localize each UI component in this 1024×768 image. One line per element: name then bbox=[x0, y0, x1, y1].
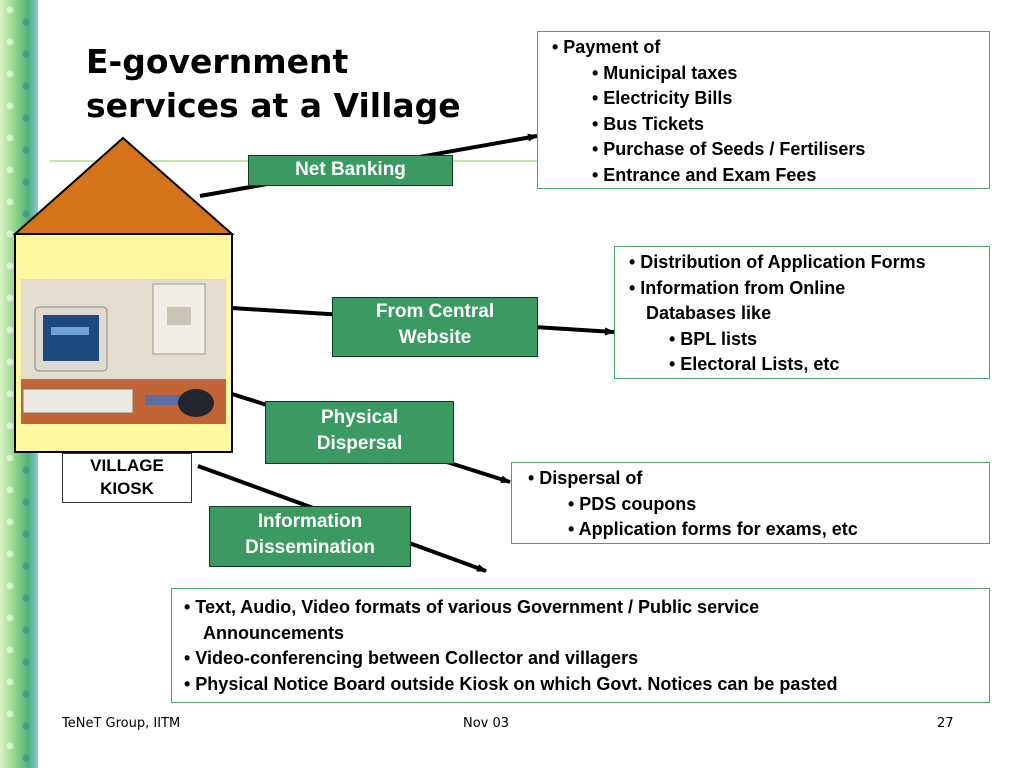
detail-website-item: • Electoral Lists, etc bbox=[669, 354, 840, 374]
detail-banking-item: • Payment of bbox=[552, 37, 661, 57]
detail-website-item: • Distribution of Application Forms bbox=[629, 252, 926, 272]
service-information-dissemination-line-2: Dissemination bbox=[245, 537, 375, 558]
detail-dispersal-item: • PDS coupons bbox=[568, 493, 697, 514]
details-information-dissemination: • Text, Audio, Video formats of various … bbox=[171, 588, 990, 703]
title-line-1: E-government bbox=[86, 42, 349, 81]
service-central-website-line-1: From Central bbox=[375, 301, 495, 322]
details-banking: • Payment of • Municipal taxes • Electri… bbox=[537, 31, 990, 189]
service-net-banking-label: Net Banking bbox=[295, 159, 406, 180]
details-central-website: • Distribution of Application Forms • In… bbox=[614, 246, 990, 379]
slide-title: E-government services at a Village bbox=[86, 40, 461, 128]
footer-center: Nov 03 bbox=[463, 716, 510, 731]
kiosk-photo bbox=[21, 279, 226, 424]
footer-left: TeNeT Group, IITM bbox=[62, 716, 181, 731]
kiosk-label-line-2: KIOSK bbox=[100, 479, 154, 498]
title-line-2: services at a Village bbox=[86, 86, 461, 125]
detail-banking-item: • Electricity Bills bbox=[592, 88, 733, 108]
detail-website-item: Databases like bbox=[646, 303, 772, 323]
title-rule bbox=[50, 160, 940, 162]
detail-banking-item: • Entrance and Exam Fees bbox=[592, 164, 817, 185]
detail-dissemination-item: • Text, Audio, Video formats of various … bbox=[184, 597, 760, 617]
service-physical-dispersal-line-1: Physical bbox=[320, 407, 399, 428]
detail-dissemination-item: • Physical Notice Board outside Kiosk on… bbox=[184, 673, 838, 694]
service-physical-dispersal-line-2: Dispersal bbox=[316, 433, 403, 454]
detail-dispersal-item: • Application forms for exams, etc bbox=[568, 519, 858, 539]
detail-dispersal-item: • Dispersal of bbox=[528, 468, 643, 488]
detail-banking-item: • Municipal taxes bbox=[592, 62, 738, 83]
service-information-dissemination: Information Dissemination bbox=[209, 506, 411, 567]
detail-banking-item: • Bus Tickets bbox=[592, 113, 705, 134]
kiosk-roof bbox=[12, 136, 235, 235]
service-information-dissemination-line-1: Information bbox=[257, 511, 363, 532]
service-central-website-line-2: Website bbox=[398, 327, 472, 348]
kiosk-label-line-1: VILLAGE bbox=[90, 456, 164, 475]
details-physical-dispersal: • Dispersal of • PDS coupons • Applicati… bbox=[511, 462, 990, 544]
detail-website-item: • Information from Online bbox=[629, 277, 846, 298]
detail-dissemination-item: Announcements bbox=[203, 622, 345, 643]
detail-banking-item: • Purchase of Seeds / Fertilisers bbox=[592, 139, 866, 159]
service-net-banking: Net Banking bbox=[248, 155, 453, 186]
footer-page-number: 27 bbox=[937, 716, 954, 731]
village-kiosk-label: VILLAGE KIOSK bbox=[62, 453, 192, 503]
service-physical-dispersal: Physical Dispersal bbox=[265, 401, 454, 464]
service-central-website: From Central Website bbox=[332, 297, 538, 357]
detail-dissemination-item: • Video-conferencing between Collector a… bbox=[184, 648, 639, 668]
detail-website-item: • BPL lists bbox=[669, 328, 757, 349]
